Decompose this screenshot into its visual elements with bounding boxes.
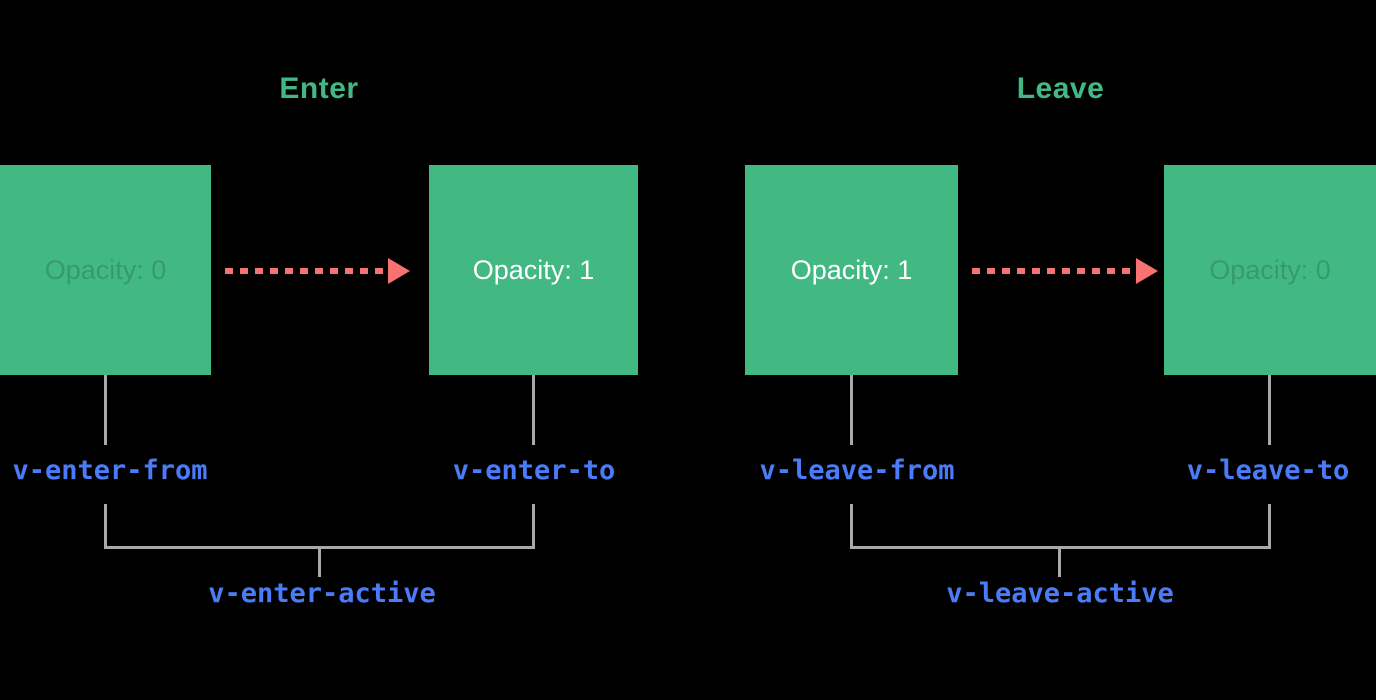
- leave-from-box-label: Opacity: 1: [790, 254, 913, 285]
- leave-transition-arrow-icon: [972, 258, 1158, 284]
- leave-to-box: Opacity: 0: [1164, 165, 1376, 375]
- enter-active-class-label: v-enter-active: [208, 578, 436, 609]
- leave-bracket-left-stub: [850, 504, 853, 549]
- leave-to-class-label: v-leave-to: [1186, 455, 1350, 486]
- leave-from-connector-line: [850, 375, 853, 445]
- enter-to-box: Opacity: 1: [429, 165, 638, 375]
- leave-active-class-label: v-leave-active: [946, 578, 1174, 609]
- enter-from-connector-line: [104, 375, 107, 445]
- leave-from-class-label: v-leave-from: [759, 455, 955, 486]
- leave-to-connector-line: [1268, 375, 1271, 445]
- enter-arrow-dashes: [225, 268, 390, 274]
- leave-arrow-dashes: [972, 268, 1138, 274]
- leave-title: Leave: [1016, 72, 1105, 105]
- enter-from-class-label: v-enter-from: [12, 455, 208, 486]
- leave-to-box-label: Opacity: 0: [1209, 254, 1331, 285]
- enter-bracket-center-stub: [318, 549, 321, 577]
- enter-to-connector-line: [532, 375, 535, 445]
- enter-to-box-label: Opacity: 1: [472, 254, 595, 285]
- enter-to-class-label: v-enter-to: [452, 455, 616, 486]
- leave-bracket-bar: [850, 546, 1271, 549]
- leave-bracket-right-stub: [1268, 504, 1271, 549]
- leave-bracket-center-stub: [1058, 549, 1061, 577]
- enter-from-box-label: Opacity: 0: [44, 254, 167, 285]
- leave-arrow-head-icon: [1136, 258, 1158, 284]
- enter-bracket-left-stub: [104, 504, 107, 549]
- enter-from-box: Opacity: 0: [0, 165, 211, 375]
- enter-bracket-bar: [104, 546, 535, 549]
- enter-title: Enter: [279, 72, 359, 105]
- enter-bracket-right-stub: [532, 504, 535, 549]
- enter-arrow-head-icon: [388, 258, 410, 284]
- leave-from-box: Opacity: 1: [745, 165, 958, 375]
- enter-transition-arrow-icon: [225, 258, 410, 284]
